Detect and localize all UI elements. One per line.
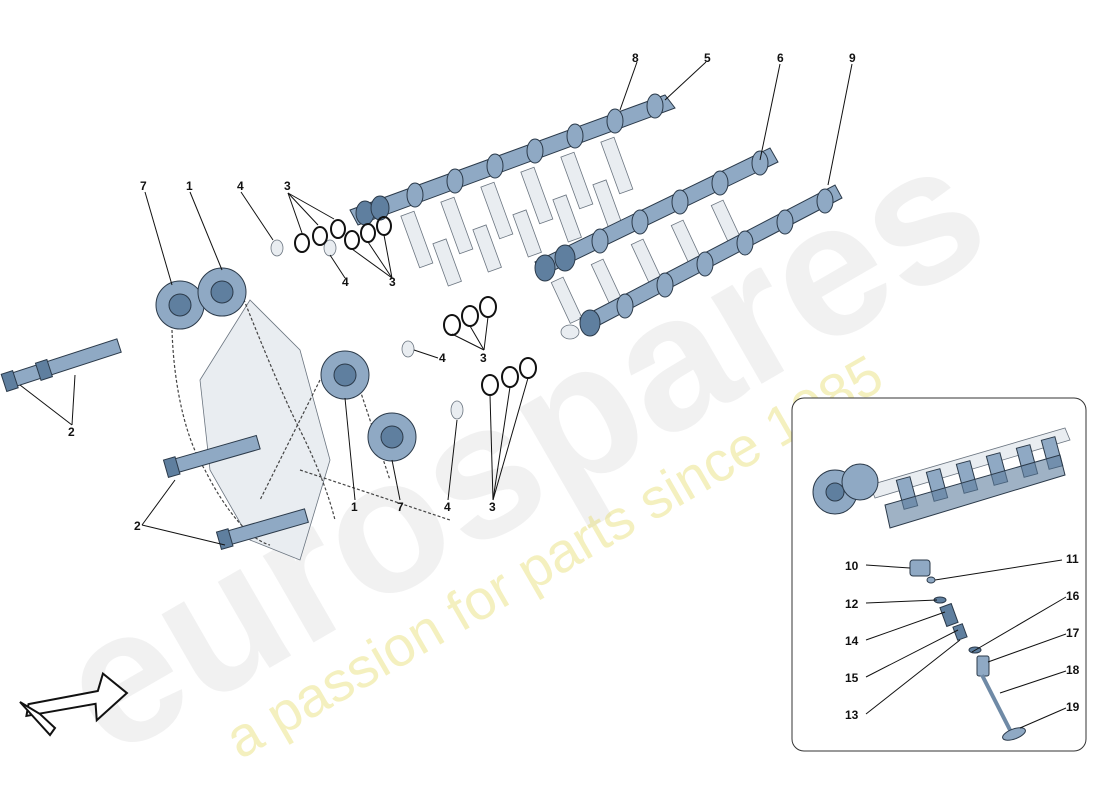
callout-10: 10 <box>845 559 859 573</box>
front-direction-arrow-icon <box>19 671 129 737</box>
callout-12: 12 <box>845 597 859 611</box>
callout-13: 13 <box>845 708 859 722</box>
leader-lines <box>19 61 1067 729</box>
callout-5: 5 <box>704 51 711 65</box>
upper-cam-lobes <box>355 93 664 226</box>
callout-7-top: 7 <box>140 179 147 193</box>
camshaft-upper <box>349 93 676 287</box>
callout-16: 16 <box>1066 589 1080 603</box>
callout-2-bottom: 2 <box>134 519 141 533</box>
cam-variators <box>155 267 417 462</box>
callout-labels: 8 5 6 9 7 1 4 3 4 3 4 3 2 2 1 7 4 3 10 1… <box>68 51 1080 722</box>
camshaft-lower <box>560 184 843 340</box>
bolts <box>0 338 309 550</box>
callout-14: 14 <box>845 634 859 648</box>
inset-camshaft-assembly <box>812 427 1071 529</box>
camshaft-middle <box>534 147 779 324</box>
callout-15: 15 <box>845 671 859 685</box>
callout-1-top: 1 <box>186 179 193 193</box>
callout-4-mid: 4 <box>342 275 349 289</box>
callout-19: 19 <box>1066 700 1080 714</box>
callout-17: 17 <box>1066 626 1080 640</box>
callout-4-right: 4 <box>439 351 446 365</box>
valve-detail-inset <box>791 397 1087 752</box>
washers <box>270 239 464 420</box>
callout-18: 18 <box>1066 663 1080 677</box>
callout-3-right: 3 <box>480 351 487 365</box>
callout-3-bottom: 3 <box>489 500 496 514</box>
callout-1-bottom: 1 <box>351 500 358 514</box>
callout-11: 11 <box>1066 552 1079 566</box>
callout-4-bottom: 4 <box>444 500 451 514</box>
callout-3-mid: 3 <box>389 275 396 289</box>
callout-2-left: 2 <box>68 425 75 439</box>
callout-3-top: 3 <box>284 179 291 193</box>
callout-7-bottom: 7 <box>397 500 404 514</box>
callout-9: 9 <box>849 51 856 65</box>
upper-valve-row <box>400 136 634 287</box>
callout-6: 6 <box>777 51 784 65</box>
callout-4-top: 4 <box>237 179 244 193</box>
callout-8: 8 <box>632 51 639 65</box>
